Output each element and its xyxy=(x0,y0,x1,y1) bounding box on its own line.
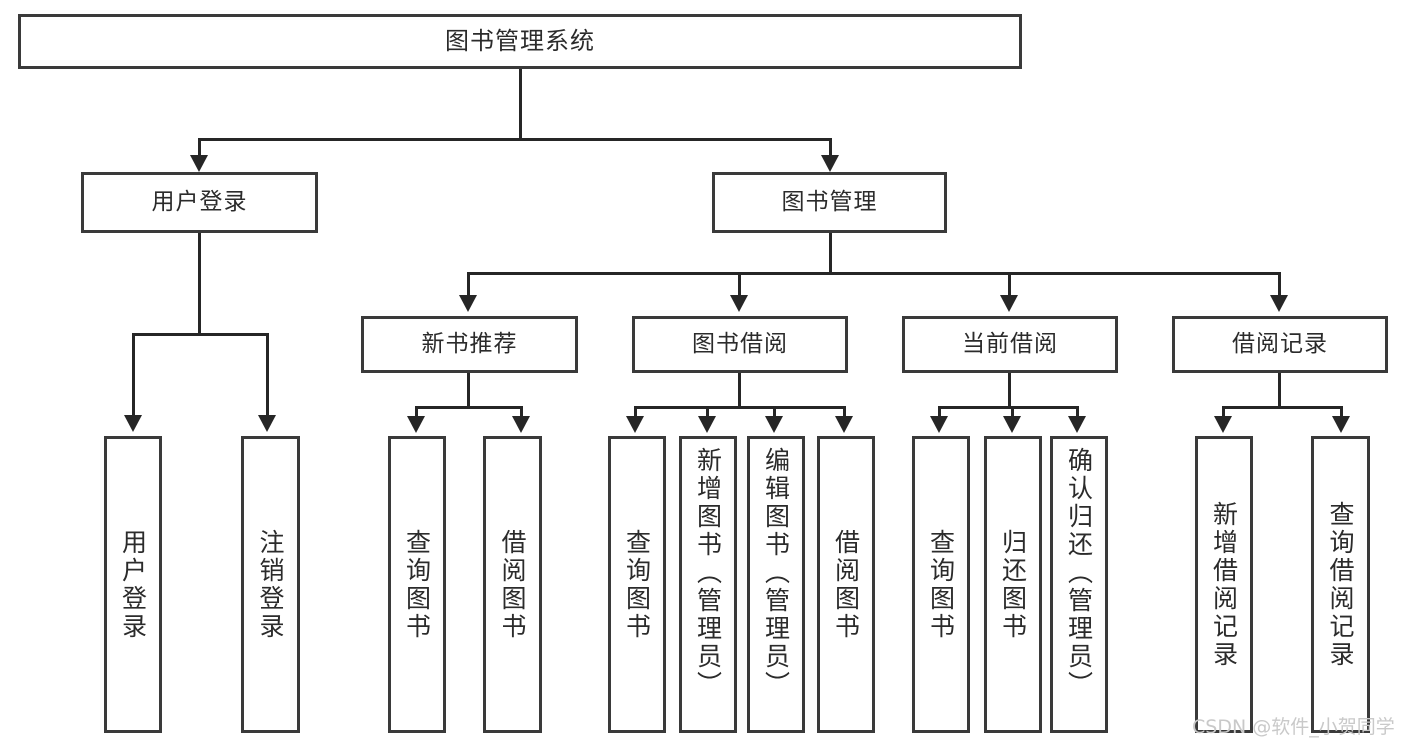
node-label: 新书推荐 xyxy=(421,331,518,358)
node-book-management[interactable]: 图书管理 xyxy=(712,172,947,233)
connector-bookmgmt-to-records xyxy=(1278,272,1281,298)
connector-newbook-to-leaf1 xyxy=(415,406,418,418)
arrow-root-to-login xyxy=(190,155,208,172)
node-label: 借阅图书 xyxy=(498,528,527,641)
node-label: 查询图书 xyxy=(622,528,652,641)
arrow-borrow-to-leaf4 xyxy=(835,416,853,433)
connector-current-to-leaf3 xyxy=(1076,406,1079,418)
connector-newbook-stem xyxy=(467,373,470,408)
arrow-borrow-to-leaf2 xyxy=(698,416,716,433)
leaf-logout[interactable]: 注销登录 xyxy=(241,436,300,733)
connector-borrow-to-leaf1 xyxy=(634,406,637,418)
node-user-login[interactable]: 用户登录 xyxy=(81,172,318,233)
connector-records-stem xyxy=(1278,373,1281,408)
connector-borrow-to-leaf3 xyxy=(773,406,776,418)
connector-bookmgmt-to-borrow xyxy=(738,272,741,298)
leaf-add-book-admin[interactable]: 新增图书（管理员） xyxy=(679,436,737,733)
connector-login-bar xyxy=(132,333,266,336)
connector-login-stem xyxy=(198,233,201,335)
arrow-borrow-to-leaf1 xyxy=(626,416,644,433)
connector-current-to-leaf1 xyxy=(938,406,941,418)
node-book-borrow[interactable]: 图书借阅 xyxy=(632,316,848,373)
connector-borrow-stem xyxy=(738,373,741,408)
arrow-records-to-leaf1 xyxy=(1214,416,1232,433)
connector-root-bar xyxy=(198,138,832,141)
node-label: 图书借阅 xyxy=(692,331,788,358)
node-label: 图书管理 xyxy=(781,189,878,216)
arrow-newbook-to-leaf2 xyxy=(512,416,530,433)
node-label: 查询借阅记录 xyxy=(1326,500,1355,669)
node-borrow-records[interactable]: 借阅记录 xyxy=(1172,316,1388,373)
connector-records-bar xyxy=(1222,406,1340,409)
connector-borrow-to-leaf4 xyxy=(843,406,846,418)
node-label: 归还图书 xyxy=(998,528,1028,641)
connector-bookmgmt-to-newbook xyxy=(467,272,470,298)
arrow-bookmgmt-to-current xyxy=(1000,295,1018,312)
leaf-edit-book-admin[interactable]: 编辑图书（管理员） xyxy=(747,436,805,733)
arrow-current-to-leaf3 xyxy=(1068,416,1086,433)
watermark-text: CSDN @软件_小贺同学 xyxy=(1192,716,1395,738)
node-label: 用户登录 xyxy=(118,528,148,641)
leaf-return-book[interactable]: 归还图书 xyxy=(984,436,1042,733)
connector-current-to-leaf2 xyxy=(1011,406,1014,418)
leaf-query-book-current[interactable]: 查询图书 xyxy=(912,436,970,733)
arrow-current-to-leaf2 xyxy=(1003,416,1021,433)
arrow-records-to-leaf2 xyxy=(1332,416,1350,433)
connector-current-stem xyxy=(1008,373,1011,408)
arrow-current-to-leaf1 xyxy=(930,416,948,433)
arrow-root-to-bookmgmt xyxy=(821,155,839,172)
connector-records-to-leaf1 xyxy=(1222,406,1225,418)
node-label: 用户登录 xyxy=(151,189,248,216)
arrow-newbook-to-leaf1 xyxy=(407,416,425,433)
leaf-query-book-borrow[interactable]: 查询图书 xyxy=(608,436,666,733)
node-label: 查询图书 xyxy=(926,528,956,641)
arrow-bookmgmt-to-records xyxy=(1270,295,1288,312)
connector-root-to-login xyxy=(198,138,201,160)
connector-current-bar xyxy=(938,406,1078,409)
connector-records-to-leaf2 xyxy=(1340,406,1343,418)
node-label: 注销登录 xyxy=(256,528,285,641)
node-label: 确认归还（管理员） xyxy=(1064,447,1094,699)
leaf-confirm-return-admin[interactable]: 确认归还（管理员） xyxy=(1050,436,1108,733)
connector-root-stem xyxy=(519,69,522,140)
node-root-system[interactable]: 图书管理系统 xyxy=(18,14,1022,69)
connector-borrow-bar xyxy=(634,406,846,409)
leaf-user-login[interactable]: 用户登录 xyxy=(104,436,162,733)
node-label: 新增借阅记录 xyxy=(1209,500,1239,669)
arrow-bookmgmt-to-borrow xyxy=(730,295,748,312)
leaf-add-borrow-record[interactable]: 新增借阅记录 xyxy=(1195,436,1253,733)
connector-bookmgmt-bar xyxy=(467,272,1281,275)
connector-newbook-to-leaf2 xyxy=(520,406,523,418)
arrow-login-to-leaf2 xyxy=(258,415,276,432)
node-label: 新增图书（管理员） xyxy=(693,447,723,699)
arrow-login-to-leaf1 xyxy=(124,415,142,432)
node-label: 借阅记录 xyxy=(1232,331,1328,358)
node-label: 图书管理系统 xyxy=(445,26,595,55)
arrow-borrow-to-leaf3 xyxy=(765,416,783,433)
connector-newbook-bar xyxy=(415,406,520,409)
node-new-book-recommend[interactable]: 新书推荐 xyxy=(361,316,578,373)
node-label: 借阅图书 xyxy=(831,528,861,641)
leaf-borrow-book[interactable]: 借阅图书 xyxy=(817,436,875,733)
node-label: 编辑图书（管理员） xyxy=(761,447,791,699)
connector-borrow-to-leaf2 xyxy=(706,406,709,418)
arrow-bookmgmt-to-newbook xyxy=(459,295,477,312)
leaf-query-book-newbook[interactable]: 查询图书 xyxy=(388,436,446,733)
node-current-borrow[interactable]: 当前借阅 xyxy=(902,316,1118,373)
leaf-borrow-book-newbook[interactable]: 借阅图书 xyxy=(483,436,542,733)
connector-login-to-leaf2 xyxy=(266,333,269,417)
node-label: 当前借阅 xyxy=(962,331,1058,358)
connector-bookmgmt-to-current xyxy=(1008,272,1011,298)
connector-login-to-leaf1 xyxy=(132,333,135,417)
leaf-query-borrow-record[interactable]: 查询借阅记录 xyxy=(1311,436,1370,733)
connector-root-to-bookmgmt xyxy=(829,138,832,160)
node-label: 查询图书 xyxy=(402,528,432,641)
connector-bookmgmt-stem xyxy=(829,233,832,275)
